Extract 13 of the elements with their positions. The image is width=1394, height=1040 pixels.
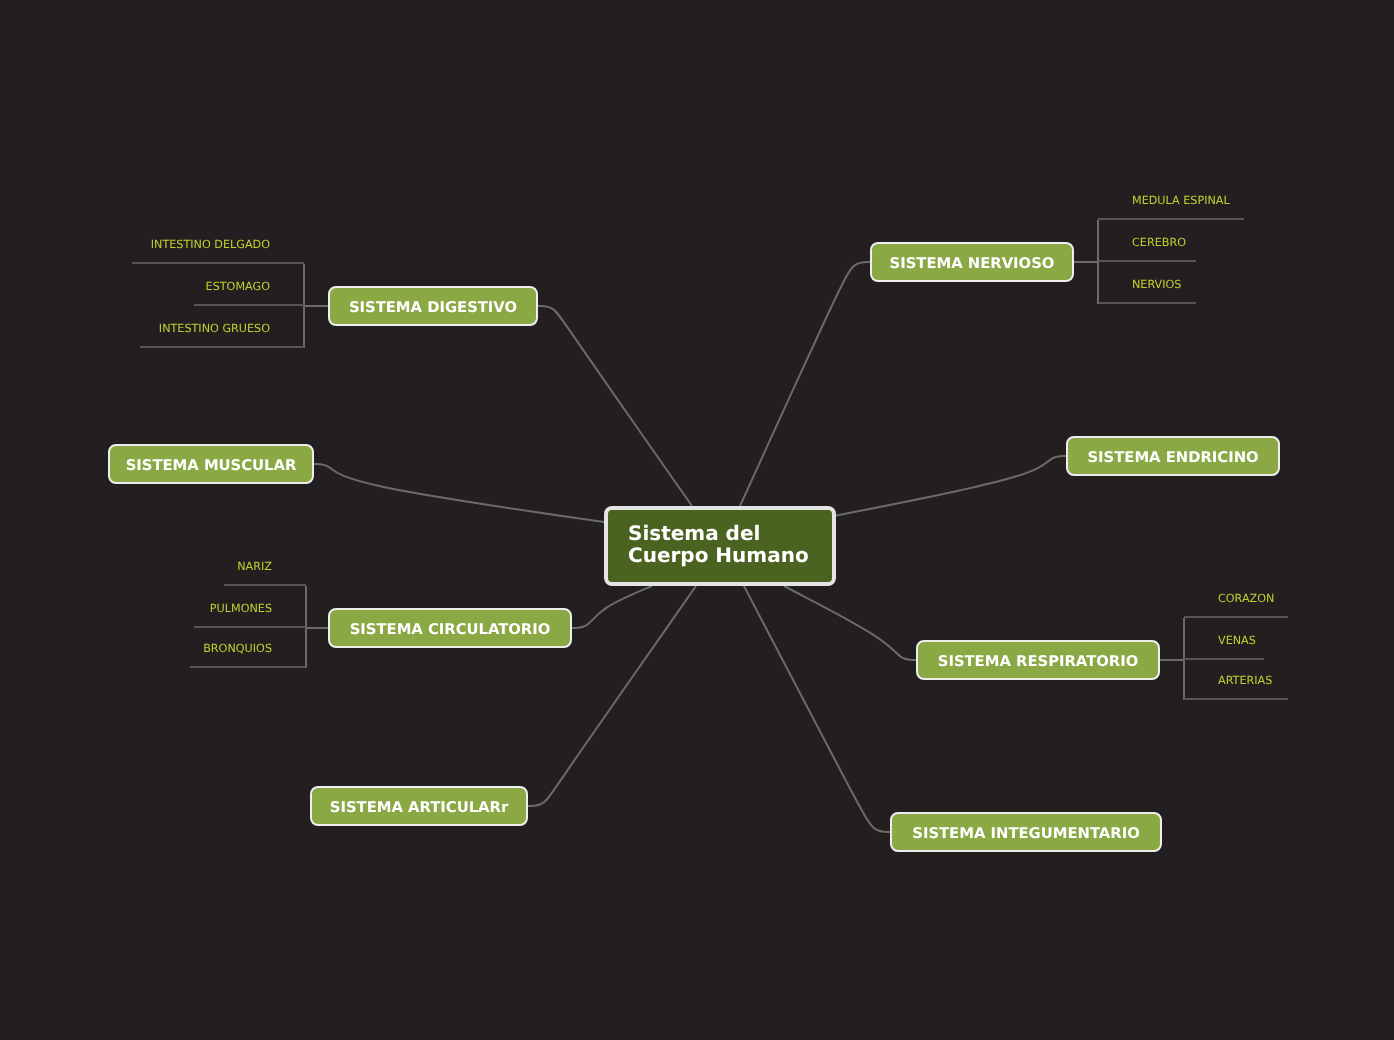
connector-line [537, 305, 693, 507]
connector-line [313, 463, 605, 523]
central-topic-box: Sistema del Cuerpo Humano [604, 506, 836, 586]
connector-line [571, 585, 653, 629]
connector-line [1073, 261, 1099, 305]
connector-line [783, 585, 917, 661]
connector-line [305, 627, 329, 669]
connector-line [739, 261, 871, 507]
connector-line [833, 455, 1067, 517]
connector-line [743, 585, 891, 833]
connector-line [1159, 659, 1185, 701]
connector-line [527, 585, 697, 807]
connector-line [303, 305, 329, 349]
